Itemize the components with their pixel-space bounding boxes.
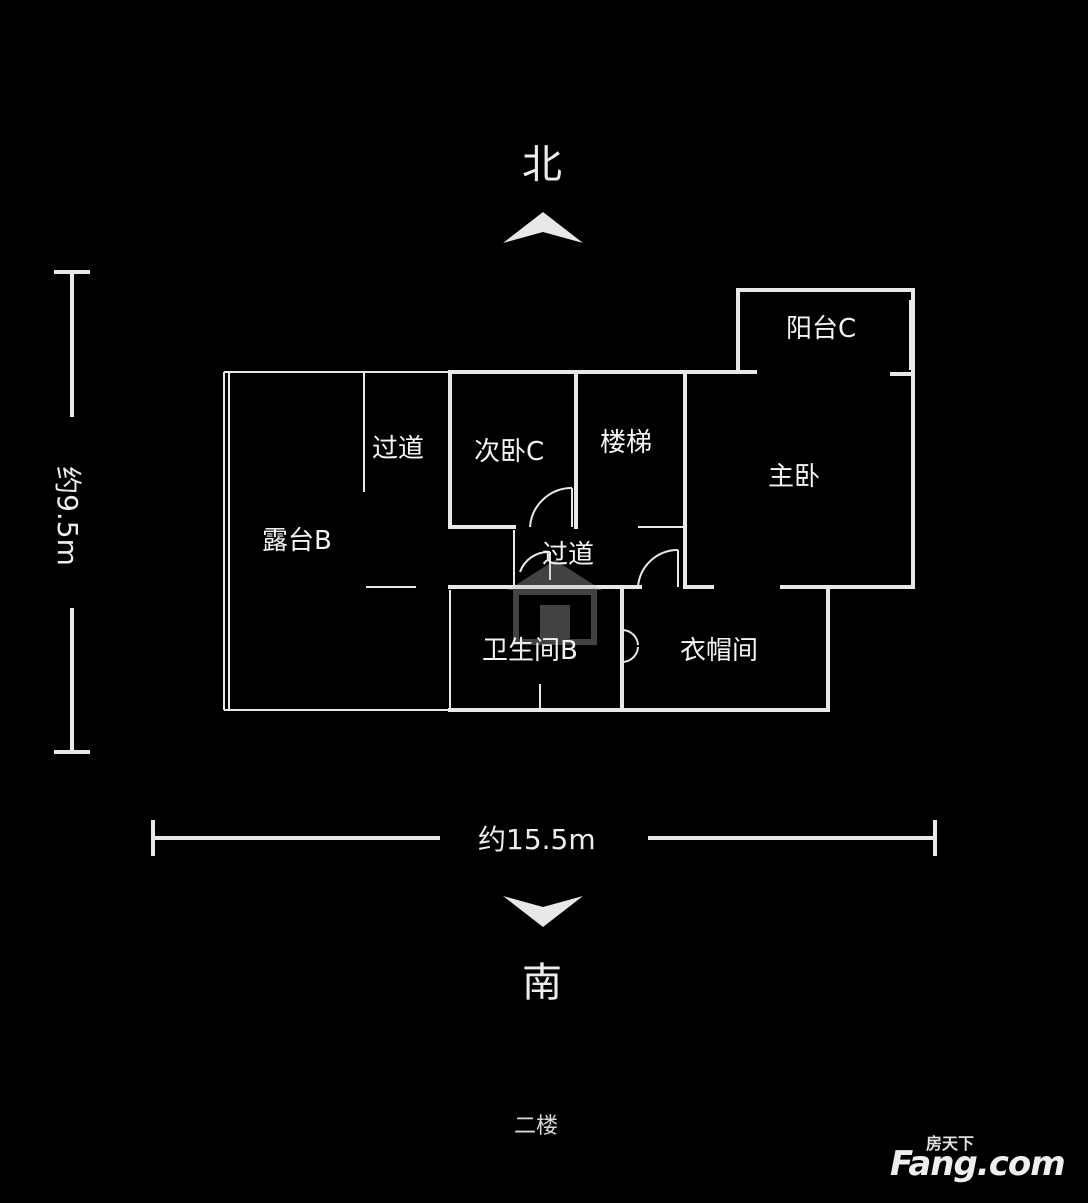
width-dimension-label: 约15.5m [478, 823, 596, 856]
watermark-house-icon [508, 560, 602, 645]
room-bedroom-c: 次卧C [474, 437, 545, 467]
height-dimension-label: 约9.5m [51, 466, 84, 566]
room-cloakroom: 衣帽间 [680, 636, 759, 666]
north-label: 北 [522, 142, 562, 188]
logo-chinese: 房天下 [926, 1134, 975, 1153]
floor-label: 二楼 [514, 1114, 559, 1139]
fang-logo: 房天下 Fang.com [890, 1130, 1080, 1190]
room-corridor-2: 过道 [542, 540, 595, 570]
width-dimension-line [151, 820, 937, 856]
north-arrow-icon [503, 212, 583, 243]
room-balcony-c: 阳台C [786, 314, 857, 344]
walls [223, 288, 915, 712]
room-corridor-1: 过道 [372, 434, 425, 464]
logo-brand: Fang.com [890, 1144, 1066, 1184]
room-stairs: 楼梯 [600, 428, 653, 458]
height-dimension-line [54, 270, 90, 754]
south-label: 南 [522, 960, 562, 1006]
room-terrace-b: 露台B [262, 526, 332, 556]
south-arrow-icon [503, 896, 583, 927]
room-bathroom-b: 卫生间B [482, 636, 578, 666]
room-master-bedroom: 主卧 [768, 462, 821, 492]
